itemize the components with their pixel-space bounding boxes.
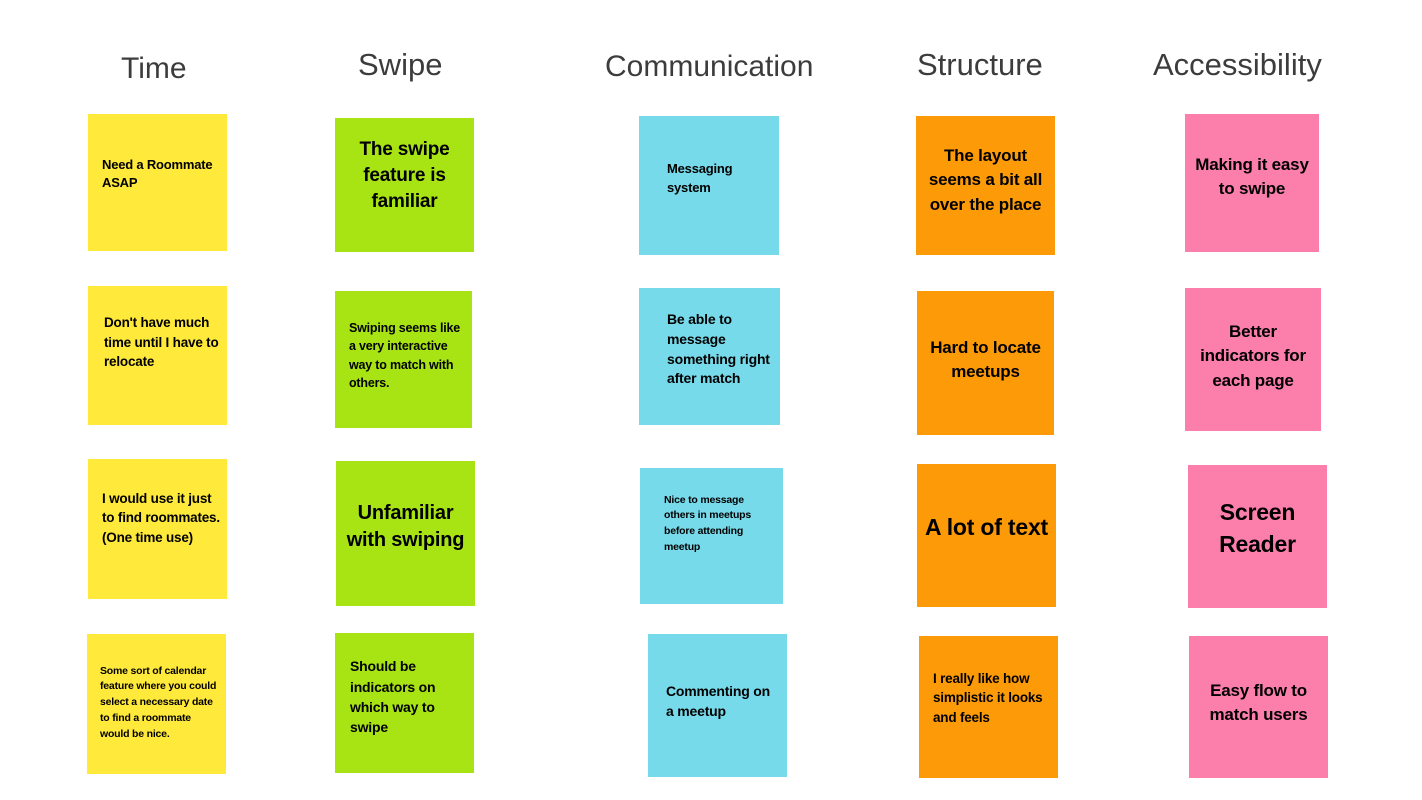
sticky-note-text: Screen Reader <box>1219 499 1296 557</box>
sticky-note-text: Unfamiliar with swiping <box>346 501 465 551</box>
sticky-note-accessibility-4[interactable]: Easy flow to match users <box>1189 636 1328 778</box>
column-title-time: Time <box>121 52 187 85</box>
sticky-note-structure-4[interactable]: I really like how simplistic it looks an… <box>919 636 1058 778</box>
sticky-note-swipe-1[interactable]: The swipe feature is familiar <box>335 118 474 252</box>
column-title-structure: Structure <box>917 47 1043 82</box>
sticky-note-swipe-2[interactable]: Swiping seems like a very interactive wa… <box>335 291 472 428</box>
sticky-note-structure-3[interactable]: A lot of text <box>917 464 1056 607</box>
sticky-note-time-1[interactable]: Need a Roommate ASAP <box>88 114 227 251</box>
sticky-note-text: Messaging system <box>667 161 733 195</box>
sticky-note-text: Making it easy to swipe <box>1195 154 1309 198</box>
sticky-note-communication-3[interactable]: Nice to message others in meetups before… <box>640 468 783 604</box>
sticky-note-text: The swipe feature is familiar <box>359 138 450 213</box>
sticky-note-text: I really like how simplistic it looks an… <box>933 670 1043 725</box>
sticky-note-time-2[interactable]: Don't have much time until I have to rel… <box>88 286 227 425</box>
sticky-note-text: Hard to locate meetups <box>930 337 1041 381</box>
sticky-note-structure-2[interactable]: Hard to locate meetups <box>917 291 1054 435</box>
sticky-note-swipe-3[interactable]: Unfamiliar with swiping <box>336 461 475 606</box>
sticky-note-text: Don't have much time until I have to rel… <box>104 315 219 370</box>
sticky-note-communication-2[interactable]: Be able to message something right after… <box>639 288 780 425</box>
sticky-note-time-3[interactable]: I would use it just to find roommates. (… <box>88 459 227 599</box>
sticky-note-accessibility-3[interactable]: Screen Reader <box>1188 465 1327 608</box>
sticky-note-text: Be able to message something right after… <box>667 311 770 387</box>
sticky-note-text: Commenting on a meetup <box>666 682 770 719</box>
sticky-note-text: Swiping seems like a very interactive wa… <box>349 321 461 390</box>
column-title-accessibility: Accessibility <box>1153 47 1322 82</box>
sticky-note-structure-1[interactable]: The layout seems a bit all over the plac… <box>916 116 1055 255</box>
sticky-note-text: Need a Roommate ASAP <box>102 156 213 190</box>
sticky-note-text: Should be indicators on which way to swi… <box>350 658 436 736</box>
sticky-note-swipe-4[interactable]: Should be indicators on which way to swi… <box>335 633 474 773</box>
sticky-note-text: A lot of text <box>924 513 1049 540</box>
sticky-note-time-4[interactable]: Some sort of calendar feature where you … <box>87 634 226 774</box>
sticky-note-communication-1[interactable]: Messaging system <box>639 116 779 255</box>
sticky-note-text: The layout seems a bit all over the plac… <box>928 146 1043 214</box>
sticky-note-text: Better indicators for each page <box>1200 322 1306 390</box>
sticky-note-text: I would use it just to find roommates. (… <box>102 490 220 545</box>
column-title-swipe: Swipe <box>358 47 443 82</box>
sticky-note-accessibility-1[interactable]: Making it easy to swipe <box>1185 114 1319 252</box>
sticky-note-communication-4[interactable]: Commenting on a meetup <box>648 634 787 777</box>
sticky-note-text: Some sort of calendar feature where you … <box>100 664 217 740</box>
column-title-communication: Communication <box>605 50 814 83</box>
sticky-note-text: Easy flow to match users <box>1209 680 1308 724</box>
sticky-note-text: Nice to message others in meetups before… <box>664 493 752 553</box>
sticky-note-accessibility-2[interactable]: Better indicators for each page <box>1185 288 1321 431</box>
